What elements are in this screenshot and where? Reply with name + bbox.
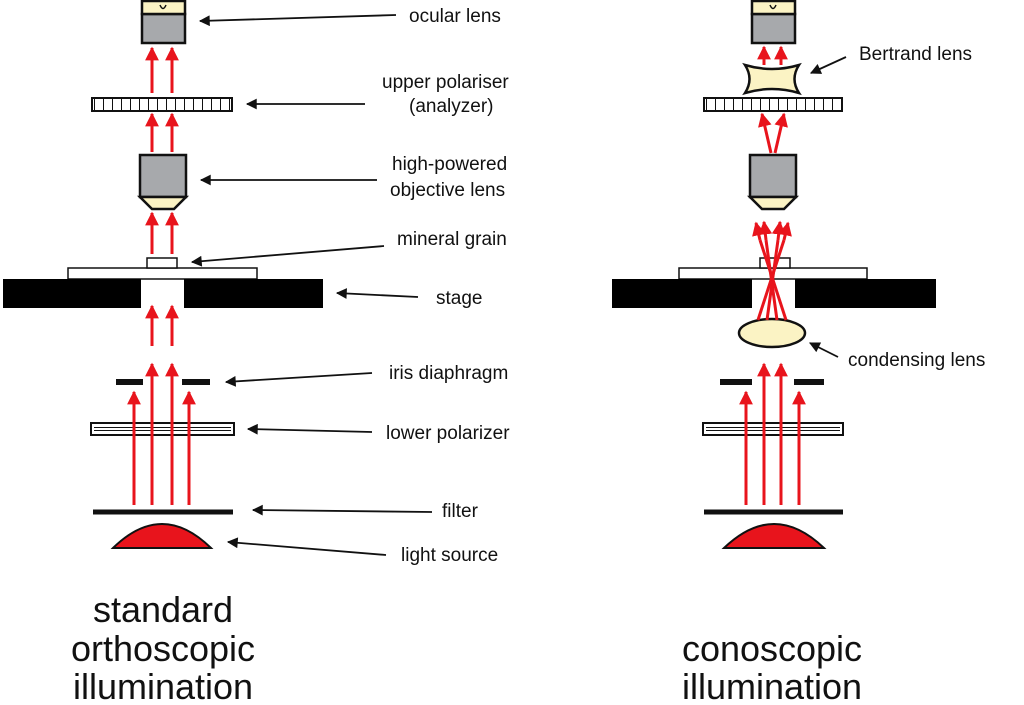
label-upper-polariser: upper polariser	[382, 72, 509, 93]
lower-polarizer-right	[702, 422, 844, 436]
upper-polariser	[91, 97, 233, 112]
red-ray-arrow-icon	[752, 221, 766, 241]
arrow-pointer-icon	[810, 56, 847, 74]
label-leaders	[190, 14, 847, 556]
upper-polariser-right	[703, 97, 843, 112]
label-iris-diaphragm: iris diaphragm	[389, 363, 508, 384]
captions: standard orthoscopic illumination conosc…	[71, 589, 862, 705]
label-lower-polarizer: lower polarizer	[386, 423, 510, 444]
stage	[3, 279, 323, 308]
ocular-lens-right	[750, 0, 797, 45]
light-source-right	[721, 523, 827, 549]
caption-left-line3: illumination	[73, 666, 253, 705]
arrow-pointer-icon	[226, 537, 387, 556]
arrow-pointer-icon	[246, 423, 373, 435]
ocular-lens	[140, 0, 187, 45]
red-ray-arrow-icon	[758, 112, 773, 154]
mineral-grain	[146, 257, 178, 269]
light-source	[110, 523, 214, 549]
arrow-pointer-icon	[224, 372, 373, 387]
label-filter: filter	[442, 501, 479, 522]
caption-left-line1: standard	[93, 589, 233, 630]
condensing-lens	[737, 317, 807, 349]
red-ray-arrow-icon	[773, 112, 788, 154]
label-high-powered: high-powered	[392, 154, 507, 175]
label-analyzer: (analyzer)	[409, 96, 493, 117]
conoscopic-rays	[739, 45, 806, 505]
label-stage: stage	[436, 288, 482, 309]
arrow-pointer-icon	[251, 504, 433, 516]
arrow-pointer-icon	[190, 245, 385, 267]
arrow-pointer-icon	[335, 288, 419, 299]
arrow-pointer-icon	[809, 342, 839, 358]
red-ray-arrow-icon	[758, 220, 773, 241]
bertrand-lens	[742, 62, 802, 96]
caption-right-line1: conoscopic	[682, 628, 862, 669]
stage-right	[612, 279, 936, 308]
label-objective-lens: objective lens	[390, 180, 505, 201]
glass-slide	[67, 267, 258, 280]
labels: ocular lens upper polariser (analyzer) h…	[382, 6, 985, 566]
caption-left-line2: orthoscopic	[71, 628, 255, 669]
red-ray-arrow-icon	[778, 221, 792, 241]
orthoscopic-setup	[3, 0, 323, 549]
caption-right-line2: illumination	[682, 666, 862, 705]
label-condensing-lens: condensing lens	[848, 350, 985, 371]
label-light-source: light source	[401, 545, 498, 566]
label-mineral-grain: mineral grain	[397, 229, 507, 250]
arrow-pointer-icon	[198, 14, 397, 27]
objective-lens	[136, 153, 190, 211]
label-ocular-lens: ocular lens	[409, 6, 501, 27]
orthoscopic-rays	[127, 46, 196, 505]
lower-polarizer	[90, 422, 235, 436]
objective-lens-right	[746, 153, 800, 211]
red-ray-arrow-icon	[771, 220, 786, 241]
label-bertrand-lens: Bertrand lens	[859, 44, 972, 65]
conoscopic-setup	[612, 0, 936, 549]
